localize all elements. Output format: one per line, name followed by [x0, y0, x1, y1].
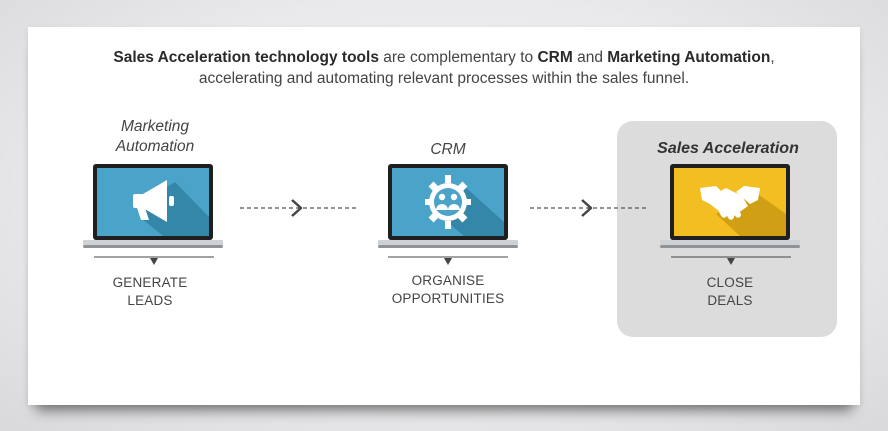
- intro-bold-marketing-automation: Marketing Automation: [607, 49, 771, 66]
- stage-title-line: CRM: [430, 141, 466, 158]
- stage-title-crm: CRM: [373, 140, 523, 160]
- arrow-connector-2: [530, 199, 648, 217]
- intro-text: Sales Acceleration technology tools are …: [28, 47, 860, 89]
- intro-line-1: Sales Acceleration technology tools are …: [28, 47, 860, 68]
- chevron-right-icon: [581, 199, 593, 217]
- stage-title-line: Automation: [115, 138, 195, 155]
- caption-line: DEALS: [707, 293, 753, 308]
- intro-line-2: accelerating and automating relevant pro…: [198, 70, 690, 87]
- megaphone-icon: [133, 180, 174, 222]
- caption-divider: [388, 256, 508, 265]
- laptop-crm: [378, 164, 518, 248]
- arrow-connector-1: [240, 199, 358, 217]
- stage-caption-generate-leads: GENERATE LEADS: [60, 274, 240, 310]
- stage-title-line: Marketing: [120, 118, 190, 135]
- laptop-marketing-automation: [83, 164, 223, 248]
- caption-line: LEADS: [127, 293, 173, 308]
- laptop-sales-acceleration: [660, 164, 800, 248]
- caption-line: CLOSE: [706, 275, 754, 290]
- handshake-icon: [700, 186, 760, 220]
- stage-title-line: Sales Acceleration: [657, 140, 799, 157]
- stage-title-sales-acceleration: Sales Acceleration: [628, 139, 828, 159]
- caption-line: GENERATE: [112, 275, 188, 290]
- intro-text-segment: ,: [770, 49, 775, 66]
- gear-people-icon: [425, 175, 471, 229]
- caption-line: OPPORTUNITIES: [391, 291, 505, 306]
- diagram-card: Sales Acceleration technology tools are …: [28, 27, 860, 405]
- intro-text-segment: and: [572, 49, 608, 66]
- intro-bold-sales-acceleration: Sales Acceleration technology tools: [113, 49, 379, 66]
- intro-text-segment: are complementary to: [378, 49, 538, 66]
- caption-divider: [671, 256, 791, 265]
- stage-caption-close-deals: CLOSE DEALS: [640, 274, 820, 310]
- intro-bold-crm: CRM: [537, 49, 573, 66]
- caption-line: ORGANISE: [411, 273, 485, 288]
- caption-divider: [94, 256, 214, 265]
- stage-title-marketing-automation: Marketing Automation: [80, 117, 230, 157]
- stage-caption-organise-opportunities: ORGANISE OPPORTUNITIES: [358, 272, 538, 308]
- chevron-right-icon: [291, 199, 303, 217]
